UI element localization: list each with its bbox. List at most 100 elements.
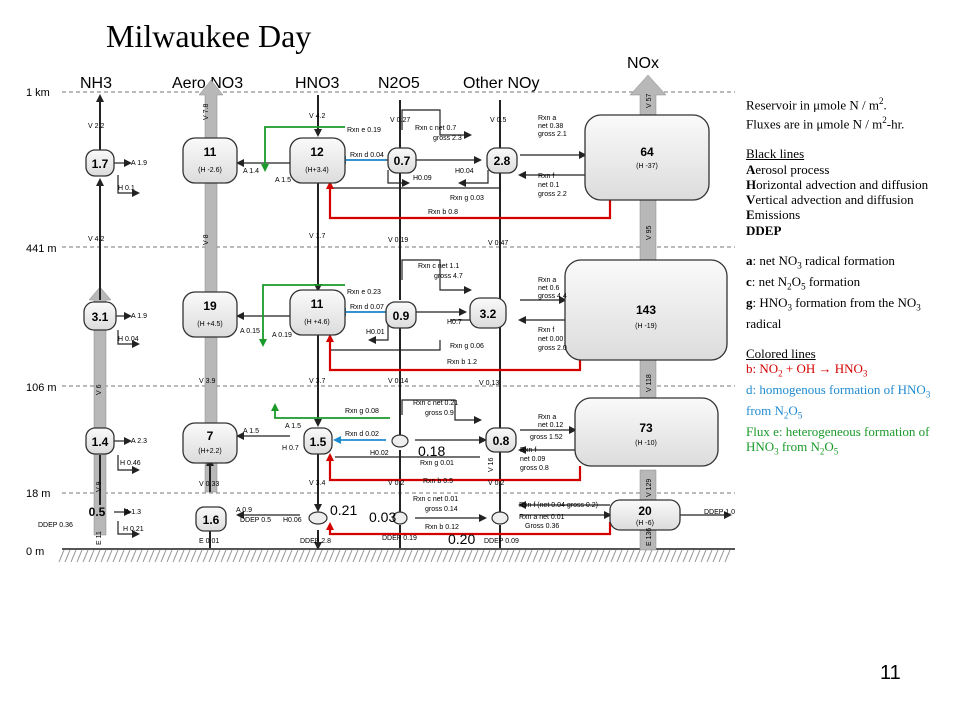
flux-label: Rxn d 0.02 bbox=[345, 431, 379, 438]
height-441m: 441 m bbox=[26, 243, 57, 255]
reservoir-hno3-l3 bbox=[303, 427, 333, 455]
value-other-l1: 2.8 bbox=[494, 154, 511, 168]
ground-hatch bbox=[610, 549, 617, 563]
reservoir-nh3-l1 bbox=[85, 149, 115, 177]
ground-hatch bbox=[544, 549, 551, 563]
value-n2o5-l4: 0.03 bbox=[369, 509, 396, 525]
ground-hatch bbox=[94, 549, 101, 563]
legend-black-heading: Black lines bbox=[746, 146, 805, 162]
ground-hatch bbox=[226, 549, 233, 563]
flux-label: Rxn d 0.04 bbox=[350, 152, 384, 159]
ground-hatch bbox=[202, 549, 209, 563]
flux-label: H0.04 bbox=[455, 168, 474, 175]
ground-hatch bbox=[442, 549, 449, 563]
value-hno3-l1: 12 bbox=[310, 145, 324, 159]
legend-rxn-c: c: net N2O5 formation bbox=[746, 273, 861, 292]
reservoir-aero-l4 bbox=[195, 506, 227, 532]
h-nox-l4: (H -6) bbox=[636, 520, 654, 527]
flux-label: Rxn f bbox=[538, 327, 554, 334]
legend-flux-e: Flux e: heterogeneous formation of HNO3 … bbox=[746, 423, 930, 457]
legend-rxn-g: g: HNO3 formation from the NO3 radical bbox=[746, 294, 921, 331]
h-aero-l3: (H+2.2) bbox=[198, 448, 222, 455]
flux-label: Rxn f (net 0.04 gross 0.2) bbox=[519, 502, 598, 509]
ground-hatch bbox=[70, 549, 77, 563]
legend-units-reservoir: Reservoir in μmole N / m2. bbox=[746, 96, 887, 113]
flux-label: DDEP 2.8 bbox=[300, 538, 331, 545]
flux-label: A 1.5 bbox=[243, 428, 259, 435]
flux-label: Rxn c net 1.1 bbox=[418, 263, 459, 270]
flux-label: Rxn b 0.8 bbox=[428, 209, 458, 216]
ground-hatch bbox=[406, 549, 413, 563]
flux-label: net 0.00 bbox=[538, 336, 563, 343]
ground-hatch bbox=[724, 549, 731, 563]
flux-label: V 0.47 bbox=[488, 240, 508, 247]
value-hno3-l3: 1.5 bbox=[310, 435, 327, 449]
flux-label: net 0.09 bbox=[520, 456, 545, 463]
flux-label: H 0.21 bbox=[123, 526, 144, 533]
flux-label: Rxn b 0.5 bbox=[423, 478, 453, 485]
ground-hatch bbox=[196, 549, 203, 563]
reservoir-other-l1 bbox=[486, 147, 518, 174]
value-hno3-l4: 0.21 bbox=[330, 502, 357, 518]
legend-units-flux: Fluxes are in μmole N / m2-hr. bbox=[746, 114, 905, 131]
ground-hatch bbox=[358, 549, 365, 563]
flux-label: V 16 bbox=[488, 457, 495, 472]
flux-label: DDEP 0.19 bbox=[382, 535, 417, 542]
flux-label: Rxn a net 0.01 bbox=[519, 514, 565, 521]
flux-label: Rxn g 0.08 bbox=[345, 408, 379, 415]
ground-hatch bbox=[232, 549, 239, 563]
ground-hatch bbox=[130, 549, 137, 563]
legend-rxn-b: b: NO2 + OH → HNO3 bbox=[746, 361, 868, 379]
flux-label: net 0.12 bbox=[538, 422, 563, 429]
flux-label: Rxn c net 0.7 bbox=[415, 125, 456, 132]
flux-label: Rxn a bbox=[538, 414, 556, 421]
ground-hatch bbox=[160, 549, 167, 563]
h-nox-l2: (H -19) bbox=[635, 323, 657, 330]
ground-hatch bbox=[292, 549, 299, 563]
value-aero-l2: 19 bbox=[203, 299, 217, 313]
ground-hatch bbox=[58, 549, 65, 563]
reservoir-hno3-l2 bbox=[289, 289, 346, 336]
legend-rxn-d: d: homogenous formation of HNO3 from N2O… bbox=[746, 382, 931, 421]
height-1km: 1 km bbox=[26, 87, 50, 99]
ground-hatch bbox=[136, 549, 143, 563]
ground-hatch bbox=[262, 549, 269, 563]
legend-rxn-a: a: net NO3 radical formation bbox=[746, 253, 895, 271]
ground-hatch bbox=[370, 549, 377, 563]
flux-label: H0.02 bbox=[370, 450, 389, 457]
ground-hatch bbox=[76, 549, 83, 563]
value-nox-l3: 73 bbox=[639, 421, 653, 435]
ground-hatch bbox=[298, 549, 305, 563]
ground-hatch bbox=[154, 549, 161, 563]
value-nh3-l3: 1.4 bbox=[92, 435, 109, 449]
ground-hatch bbox=[112, 549, 119, 563]
flux-label: A 1.5 bbox=[275, 177, 291, 184]
ground-hatch bbox=[244, 549, 251, 563]
flux-label: gross 0.9 bbox=[425, 410, 454, 417]
flux-label: V 4.2 bbox=[309, 113, 325, 120]
ground-hatch bbox=[388, 549, 395, 563]
ground-hatch bbox=[268, 549, 275, 563]
flux-label: V 3.7 bbox=[309, 378, 325, 385]
column-hno3: HNO3 bbox=[295, 75, 340, 92]
flux-label: V 0.2 bbox=[388, 480, 404, 487]
flux-label: V 0.2 bbox=[488, 480, 504, 487]
flux-label: A 2.3 bbox=[131, 438, 147, 445]
flux-label: V 0.14 bbox=[388, 378, 408, 385]
flux-label: gross 2.2 bbox=[538, 191, 567, 198]
ground-hatch bbox=[256, 549, 263, 563]
flux-label: V 9 bbox=[96, 481, 103, 492]
ground-hatch bbox=[184, 549, 191, 563]
flux-label: V 57 bbox=[646, 93, 653, 108]
ground-hatch bbox=[364, 549, 371, 563]
value-aero-l4: 1.6 bbox=[203, 513, 220, 527]
nox-top-arrow bbox=[629, 74, 667, 116]
flux-label: A 1.9 bbox=[131, 313, 147, 320]
flux-label: gross 0.8 bbox=[520, 465, 549, 472]
ground-hatch bbox=[418, 549, 425, 563]
ground-hatch bbox=[670, 549, 677, 563]
ground-hatch bbox=[718, 549, 725, 563]
h-hno3-l2: (H +4.6) bbox=[304, 319, 329, 326]
flux-label: Rxn g 0.06 bbox=[450, 343, 484, 350]
reservoir-other-l2 bbox=[469, 297, 507, 329]
